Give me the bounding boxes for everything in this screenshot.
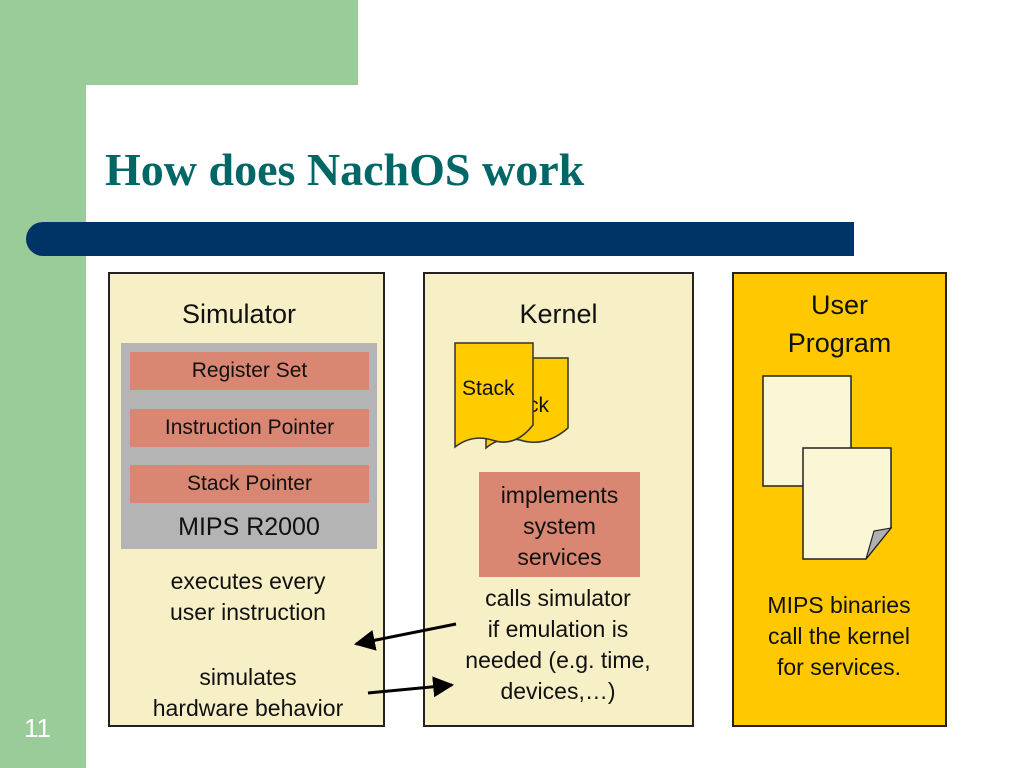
arrow-simulator-to-kernel: [367, 676, 455, 698]
title-underline-bar: [26, 222, 854, 256]
content-corner: [86, 85, 166, 165]
arrow-kernel-to-simulator: [353, 622, 457, 651]
slide-number: 11: [24, 713, 51, 743]
kernel-heading: Kernel: [519, 299, 598, 329]
slide-title: How does NachOS work: [105, 144, 585, 195]
stack-pointer-box: Stack Pointer: [130, 465, 369, 503]
program-page-icon: [802, 447, 893, 560]
stack-front-icon: Stack: [454, 342, 534, 449]
green-left-band: [0, 0, 86, 768]
stack-front-label: Stack: [462, 377, 515, 400]
simulator-heading: Simulator: [181, 299, 297, 329]
instruction-pointer-box: Instruction Pointer: [130, 409, 369, 447]
register-set-box: Register Set: [130, 352, 369, 390]
cpu-label: MIPS R2000: [178, 513, 320, 541]
